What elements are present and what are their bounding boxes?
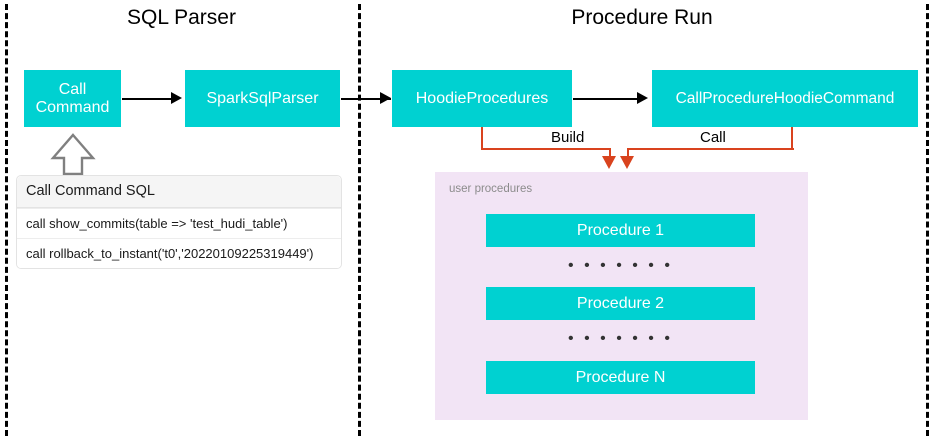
node-hoodie-procedures[interactable]: HoodieProcedures [392, 70, 572, 127]
sql-card-row[interactable]: call rollback_to_instant('t0','202201092… [17, 238, 341, 268]
node-call-command[interactable]: Call Command [24, 70, 121, 127]
edge-build-vertical-right [609, 148, 611, 158]
section-title-procedure-run: Procedure Run [571, 6, 713, 29]
edge-hoodieprocedures-to-callprocedure-line [573, 98, 638, 100]
node-call-procedure-hoodie-command[interactable]: CallProcedureHoodieCommand [652, 70, 918, 127]
procedures-ellipsis: • • • • • • • [568, 330, 673, 347]
edge-call-vertical-left [627, 148, 629, 158]
edge-build-horizontal [481, 148, 611, 150]
edge-sparksqlparser-to-hoodieprocedures-arrowhead [380, 92, 391, 104]
sql-card-header: Call Command SQL [17, 176, 341, 208]
section-title-sql-parser: SQL Parser [127, 6, 236, 29]
edge-call-arrowhead [620, 156, 634, 169]
sql-card-row[interactable]: call show_commits(table => 'test_hudi_ta… [17, 208, 341, 238]
edge-call-horizontal [627, 148, 794, 150]
edge-call-vertical-right [791, 127, 793, 150]
edge-sparksqlparser-to-hoodieprocedures-line [341, 98, 391, 100]
divider-right [926, 4, 929, 436]
block-arrow-up-icon [50, 133, 96, 181]
edge-label-call: Call [695, 129, 731, 146]
node-procedure-n[interactable]: Procedure N [486, 361, 755, 394]
edge-build-arrowhead [602, 156, 616, 169]
divider-left [5, 4, 8, 436]
procedures-ellipsis: • • • • • • • [568, 257, 673, 274]
node-call-command-line2: Command [35, 98, 110, 116]
divider-middle [358, 4, 361, 436]
edge-callcommand-to-sparksqlparser-arrowhead [171, 92, 182, 104]
edge-label-build: Build [546, 129, 590, 146]
node-spark-sql-parser[interactable]: SparkSqlParser [185, 70, 340, 127]
node-procedure-1[interactable]: Procedure 1 [486, 214, 755, 247]
call-command-sql-card: Call Command SQL call show_commits(table… [16, 175, 342, 269]
edge-build-vertical-left [481, 127, 483, 150]
node-procedure-2[interactable]: Procedure 2 [486, 287, 755, 320]
edge-hoodieprocedures-to-callprocedure-arrowhead [637, 92, 648, 104]
user-procedures-caption: user procedures [449, 183, 533, 195]
edge-callcommand-to-sparksqlparser-line [122, 98, 172, 100]
node-call-command-line1: Call [58, 80, 87, 98]
